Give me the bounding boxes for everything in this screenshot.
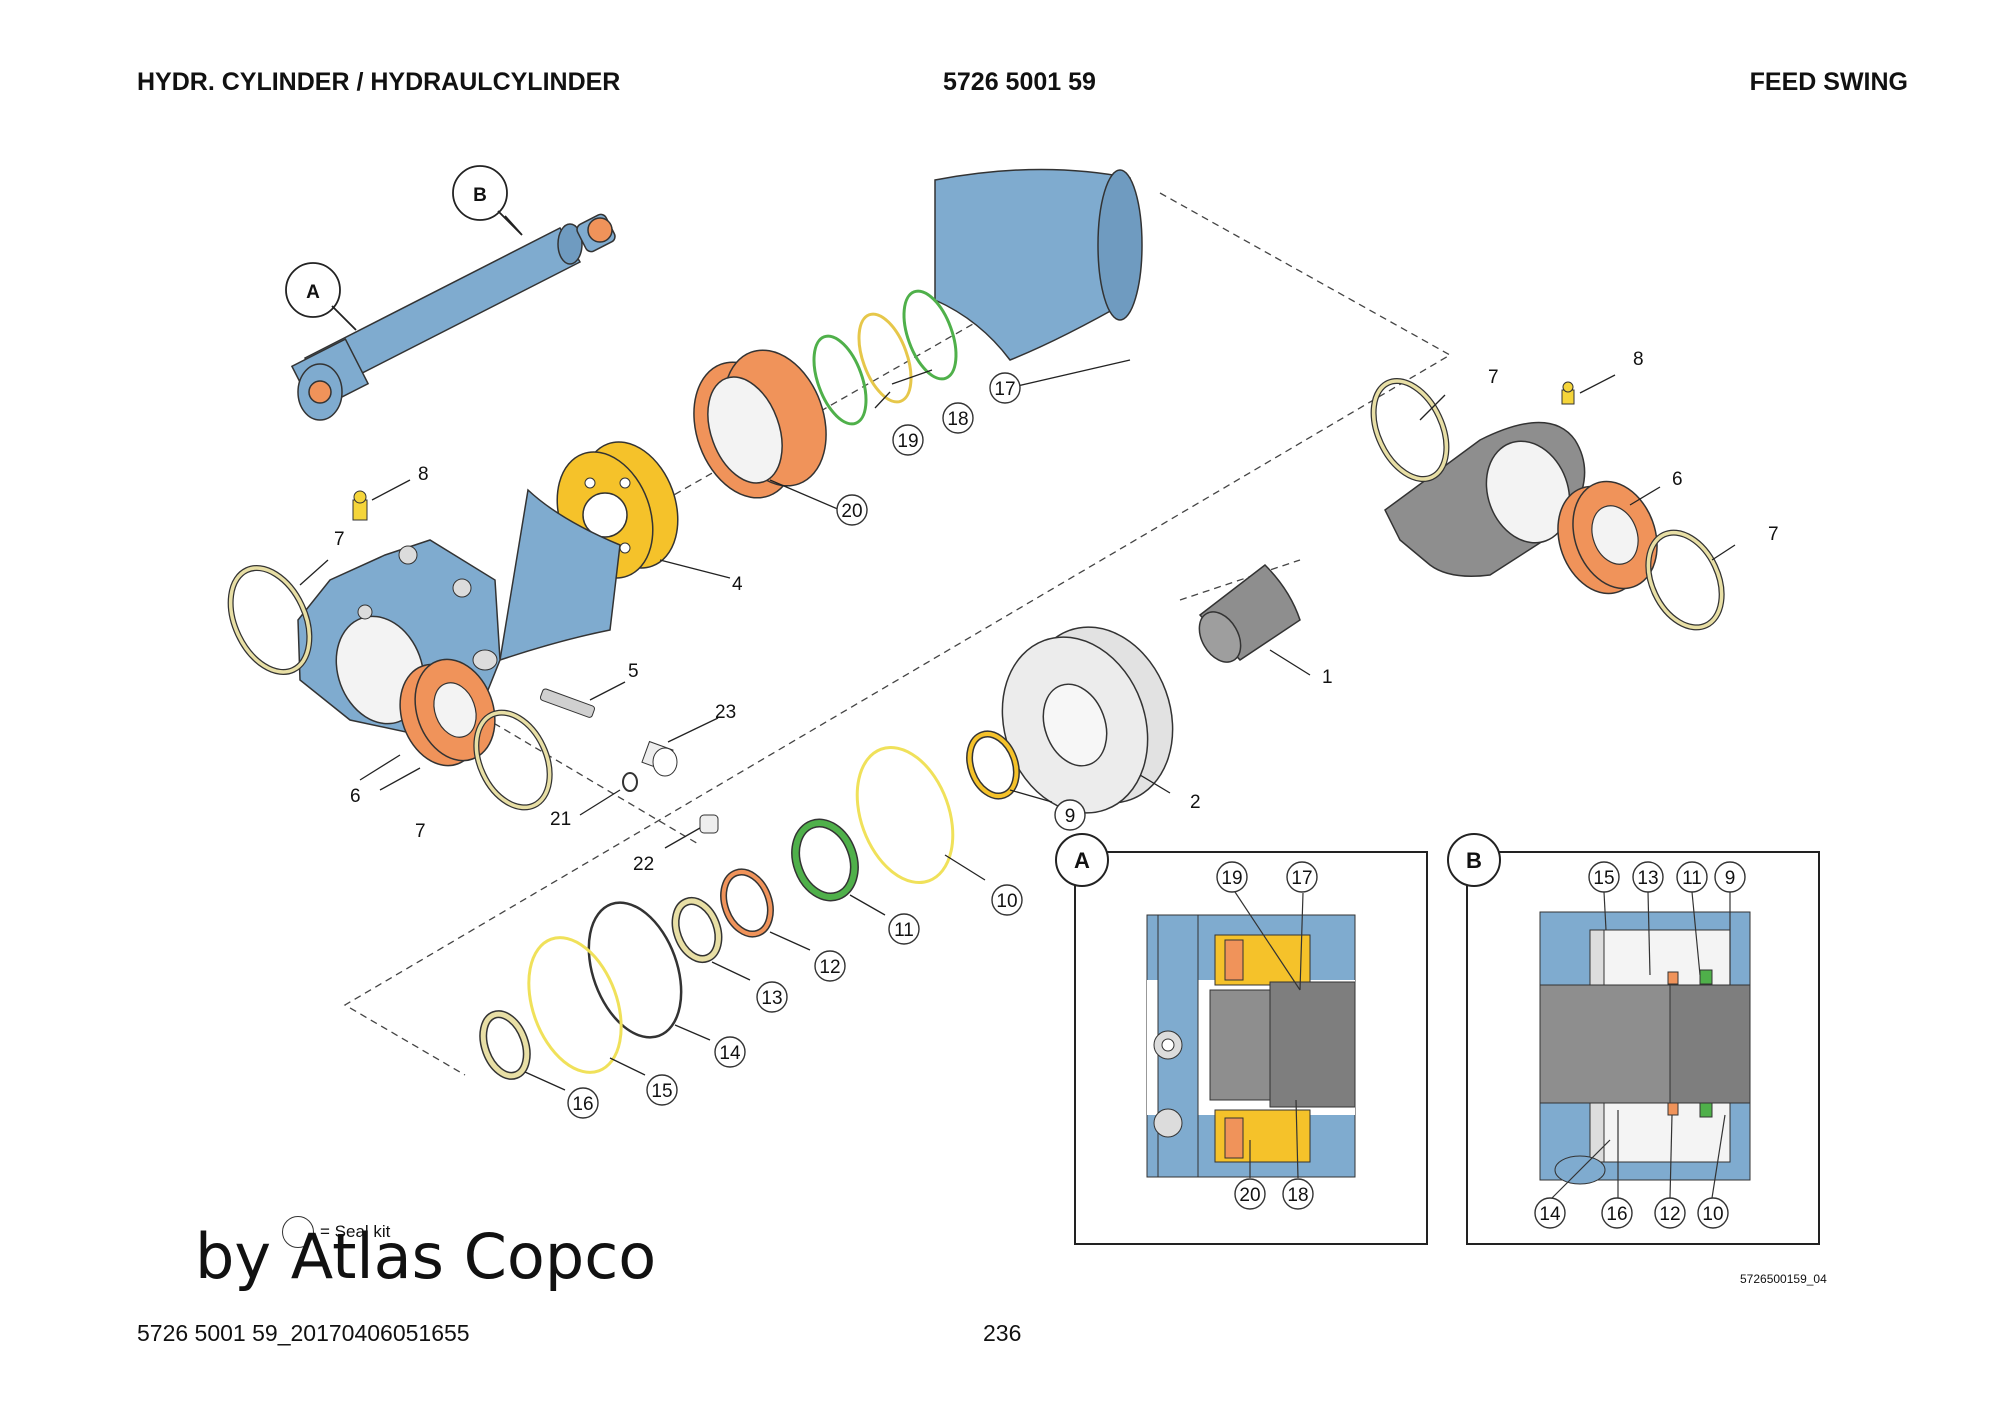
part-7-right-upper: 7 (1488, 367, 1499, 388)
part-8-right: 8 (1633, 349, 1644, 370)
figure-id: 5726500159_04 (1740, 1272, 1827, 1286)
detail-a-20: 20 (1239, 1185, 1260, 1206)
detail-b-13: 13 (1637, 868, 1658, 889)
part-21: 21 (550, 809, 571, 830)
detail-b-callouts: 15 13 11 9 14 16 12 10 (1534, 861, 1746, 1229)
seal-kit-legend-text: = Seal kit (320, 1222, 391, 1241)
detail-b-9: 9 (1725, 868, 1736, 889)
callout-b-label: B (473, 185, 487, 206)
part-7-right-lower: 7 (1768, 524, 1779, 545)
detail-a-19: 19 (1221, 868, 1242, 889)
part-5: 5 (628, 661, 639, 682)
bearing-6-right (1557, 480, 1658, 595)
cylinder-tube (934, 168, 1143, 361)
part-6-right: 6 (1672, 469, 1683, 490)
detail-b-15: 15 (1593, 868, 1614, 889)
callout-11: 11 (894, 920, 914, 941)
plug-23 (641, 740, 678, 777)
detail-b-14: 14 (1539, 1204, 1561, 1225)
seal-kit-legend: = Seal kit (282, 1216, 390, 1248)
ring-10 (855, 746, 955, 884)
part-22: 22 (633, 854, 654, 875)
o-ring-17 (902, 289, 958, 381)
part-4: 4 (732, 574, 743, 595)
detail-b-label: B (1466, 848, 1482, 873)
callout-b-bubble: B (452, 165, 523, 236)
overview-cylinder (290, 213, 616, 421)
cylinder-head-2 (1001, 626, 1174, 814)
part-23: 23 (715, 702, 736, 723)
detail-a-17: 17 (1291, 868, 1312, 889)
footer-page-number: 236 (983, 1320, 1022, 1346)
detail-a-label: A (1074, 848, 1090, 873)
grease-nipple-8-left (352, 490, 368, 521)
part-2: 2 (1190, 792, 1201, 813)
footer-document-id: 5726 5001 59_20170406051655 (137, 1320, 470, 1346)
callout-13: 13 (761, 988, 782, 1009)
detail-b-10: 10 (1702, 1204, 1723, 1225)
callout-12: 12 (819, 957, 840, 978)
backup-ring-18 (857, 312, 913, 404)
o-ring-19 (812, 334, 868, 426)
part-7-left-lower: 7 (415, 821, 426, 842)
ring-14 (587, 901, 683, 1039)
header-title: HYDR. CYLINDER / HYDRAULCYLINDER (137, 68, 621, 96)
detail-a-callouts: 19 17 20 18 (1216, 861, 1318, 1210)
callout-9: 9 (1065, 806, 1076, 827)
rod-eye (1384, 421, 1586, 577)
detail-a-18: 18 (1287, 1185, 1308, 1206)
callout-10: 10 (996, 891, 1017, 912)
detail-b-12: 12 (1659, 1204, 1680, 1225)
callout-20: 20 (841, 501, 862, 522)
part-7-left-upper: 7 (334, 529, 345, 550)
callout-a-bubble: A (285, 262, 357, 331)
callout-16: 16 (572, 1094, 593, 1115)
callout-17: 17 (994, 379, 1015, 400)
leader-lines (299, 359, 1736, 1091)
detail-b-11: 11 (1682, 868, 1702, 889)
callout-14: 14 (719, 1043, 741, 1064)
part-numbers: 4 5 23 21 22 6 7 8 7 1 2 7 8 6 7 (334, 349, 1779, 875)
detail-b-16: 16 (1606, 1204, 1627, 1225)
callout-15: 15 (651, 1081, 672, 1102)
callout-19: 19 (897, 431, 918, 452)
piston-20 (693, 349, 827, 499)
washer-21 (622, 772, 638, 792)
cap-22 (699, 814, 719, 834)
ring-15 (527, 936, 623, 1074)
callout-a-label: A (306, 282, 320, 303)
part-callouts: 17 18 19 20 9 10 11 12 13 14 15 16 (567, 372, 1086, 1119)
grease-nipple-8-right (1561, 381, 1575, 405)
piston-rod-1 (1198, 564, 1301, 663)
part-1: 1 (1322, 667, 1333, 688)
header-section: FEED SWING (1749, 68, 1908, 96)
part-6-left: 6 (350, 786, 361, 807)
detail-view-b: B (1447, 833, 1820, 1245)
callout-18: 18 (947, 409, 968, 430)
part-8-left: 8 (418, 464, 429, 485)
seal-kit-circle-icon (282, 1216, 314, 1248)
valve-5 (539, 688, 596, 718)
header-part-number: 5726 5001 59 (943, 68, 1096, 96)
